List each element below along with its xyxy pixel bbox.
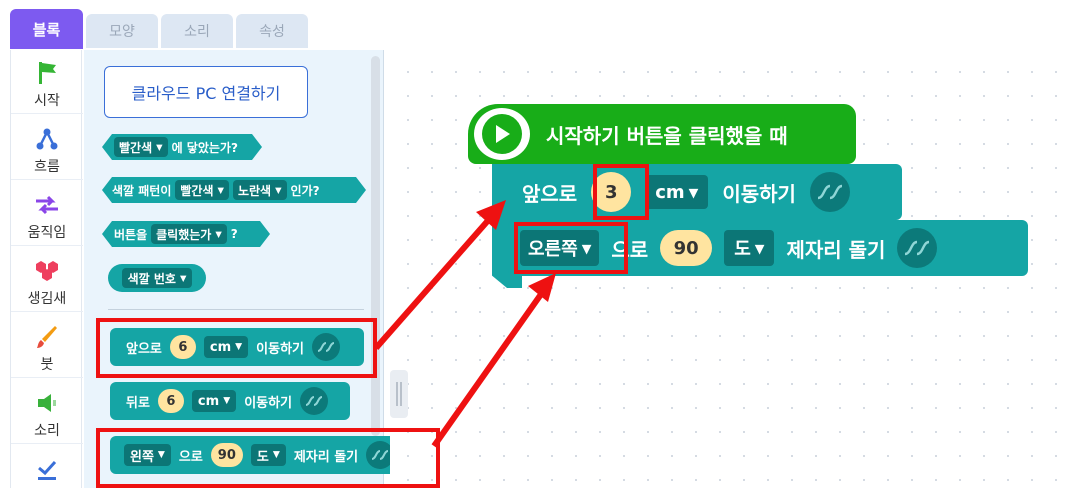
- distance-input[interactable]: 6: [157, 389, 184, 413]
- direction-dropdown[interactable]: 오른쪽▼: [520, 230, 600, 266]
- block-text: 제자리 돌기: [786, 237, 886, 262]
- palette-turn-block[interactable]: 왼쪽▼ 으로 90 도▼ 제자리 돌기: [110, 436, 432, 474]
- color-number-dropdown[interactable]: 색깔 번호▼: [121, 268, 193, 288]
- flag-icon: [11, 60, 83, 86]
- block-text: 이동하기: [722, 181, 796, 206]
- color-pattern-block[interactable]: 색깔 패턴이 빨간색▼ 노란색▼ 인가?: [102, 177, 366, 203]
- block-text: 앞으로: [126, 341, 162, 357]
- highlight-box-move: [96, 318, 377, 378]
- unit-dropdown[interactable]: cm▼: [191, 390, 237, 412]
- category-start[interactable]: 시작: [11, 50, 83, 114]
- block-text: 으로: [178, 449, 203, 465]
- category-label: 생김새: [27, 291, 67, 307]
- tab-bar: 블록 모양 소리 속성: [0, 0, 1070, 50]
- highlight-box-turn: [96, 428, 440, 488]
- direction-dropdown[interactable]: 왼쪽▼: [124, 444, 171, 466]
- block-text: 이동하기: [244, 395, 293, 411]
- button-clicked-block[interactable]: 버튼을 클릭했는가▼ ?: [102, 221, 270, 247]
- angle-input[interactable]: 90: [210, 443, 243, 467]
- category-motion[interactable]: 움직임: [11, 182, 83, 246]
- block-text: 앞으로: [522, 181, 578, 206]
- tab-blocks[interactable]: 블록: [10, 9, 83, 49]
- move-arrows-icon: [11, 192, 83, 218]
- block-text: 인가?: [290, 183, 320, 198]
- angle-input[interactable]: 90: [660, 230, 713, 266]
- panel-resize-handle[interactable]: [390, 370, 408, 418]
- start-event-block[interactable]: 시작하기 버튼을 클릭했을 때: [468, 104, 856, 164]
- tab-sounds[interactable]: 소리: [161, 14, 233, 48]
- palette-move-back-block[interactable]: 뒤로 6 cm▼ 이동하기: [110, 382, 350, 420]
- unit-dropdown[interactable]: 도▼: [250, 444, 286, 466]
- canvas-turn-block[interactable]: 오른쪽▼ 으로 90 도▼ 제자리 돌기: [508, 220, 1028, 276]
- brush-icon: [11, 324, 83, 350]
- start-icon-ring: [474, 108, 530, 160]
- canvas-move-forward-block[interactable]: 앞으로 3 cm▼ 이동하기: [492, 164, 902, 220]
- hardware-icon: [809, 172, 850, 212]
- block-text: 이동하기: [256, 341, 304, 357]
- hardware-icon: [366, 441, 395, 469]
- unit-dropdown[interactable]: 도▼: [724, 230, 775, 266]
- distance-input[interactable]: 3: [591, 172, 632, 212]
- block-text: 에 닿았는가?: [171, 140, 238, 155]
- category-brush[interactable]: 붓: [11, 314, 83, 378]
- color-dropdown-1[interactable]: 빨간색▼: [175, 180, 229, 200]
- block-text: 제자리 돌기: [293, 449, 359, 465]
- play-icon: [482, 114, 522, 154]
- clicked-dropdown[interactable]: 클릭했는가▼: [151, 224, 227, 244]
- palette-move-forward-block[interactable]: 앞으로 6 cm▼ 이동하기: [110, 328, 364, 366]
- category-looks[interactable]: 생김새: [11, 248, 83, 312]
- speaker-icon: [11, 390, 83, 416]
- hardware-icon: [300, 387, 329, 415]
- block-text: 뒤로: [126, 395, 150, 411]
- color-dropdown-2[interactable]: 노란색▼: [233, 180, 287, 200]
- category-list: 시작 흐름 움직임 생김새 붓: [10, 50, 83, 488]
- block-text: 버튼을: [114, 227, 148, 242]
- highlight-box-value: [593, 164, 649, 220]
- category-flow[interactable]: 흐름: [11, 116, 83, 180]
- category-label: 움직임: [27, 225, 67, 241]
- category-label: 소리: [34, 423, 60, 439]
- block-text: ?: [230, 227, 238, 241]
- tab-shapes[interactable]: 모양: [86, 14, 158, 48]
- hardware-icon: [897, 228, 938, 268]
- color-dropdown[interactable]: 빨간색▼: [114, 137, 168, 157]
- color-number-block[interactable]: 색깔 번호▼: [108, 264, 206, 292]
- unit-dropdown[interactable]: cm▼: [645, 175, 709, 209]
- unit-dropdown[interactable]: cm▼: [203, 336, 249, 358]
- cloud-pc-connect-button[interactable]: 클라우드 PC 연결하기: [104, 66, 308, 118]
- block-text: 색깔 패턴이: [112, 183, 172, 198]
- palette-separator: [108, 309, 364, 310]
- category-label: 시작: [34, 93, 60, 109]
- highlight-box-direction: [514, 222, 628, 274]
- category-label: 붓: [40, 357, 54, 373]
- distance-input[interactable]: 6: [169, 335, 196, 359]
- block-text: 으로: [611, 237, 649, 262]
- flow-icon: [11, 126, 83, 152]
- start-block-label: 시작하기 버튼을 클릭했을 때: [546, 124, 788, 148]
- looks-icon: [11, 258, 83, 284]
- check-icon: [11, 456, 83, 482]
- touching-color-block[interactable]: 빨간색▼ 에 닿았는가?: [102, 134, 262, 160]
- category-label: 흐름: [34, 159, 60, 175]
- palette-scrollbar[interactable]: [371, 56, 380, 436]
- category-sound[interactable]: 소리: [11, 380, 83, 444]
- category-more[interactable]: [11, 446, 83, 488]
- tab-properties[interactable]: 속성: [236, 14, 308, 48]
- hardware-icon: [312, 333, 340, 361]
